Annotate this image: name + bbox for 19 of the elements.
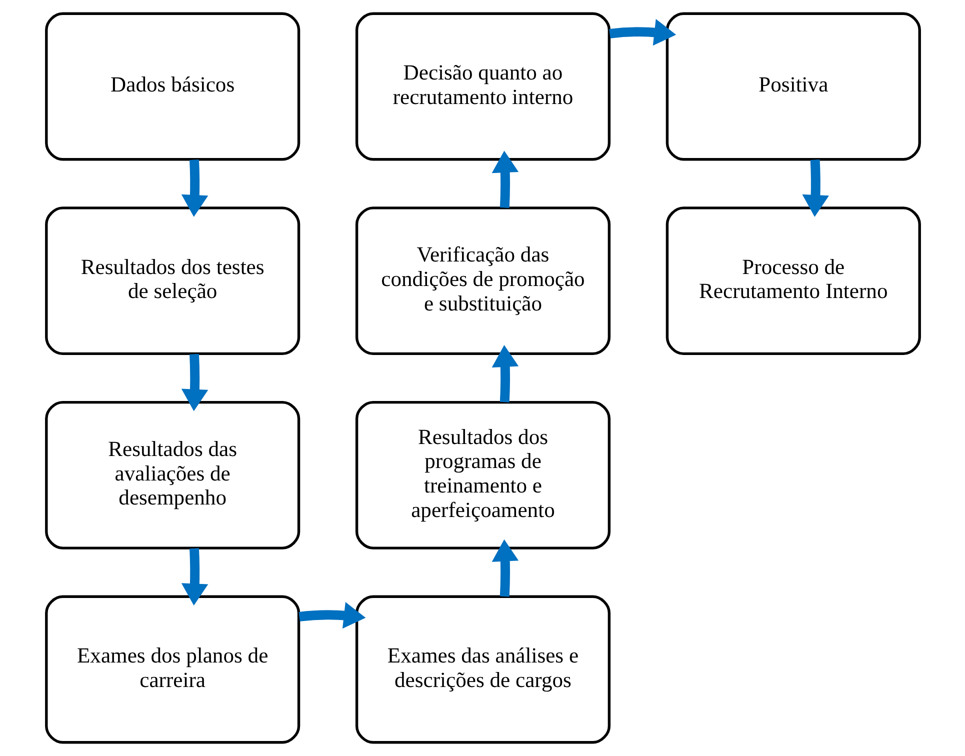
arrow: [802, 160, 828, 217]
arrow: [491, 539, 518, 597]
arrow: [180, 354, 208, 412]
arrow: [491, 150, 518, 208]
node-box: Processo de Recrutamento Interno: [665, 206, 920, 356]
arrow: [180, 548, 208, 606]
arrow: [608, 18, 676, 46]
arrow: [180, 160, 208, 217]
node-box: Decisão quanto ao recrutamento interno: [354, 12, 610, 161]
node-box: Exames das análises e descrições de cargos: [354, 595, 610, 744]
arrow: [491, 345, 518, 402]
node-box: Positiva: [665, 12, 920, 161]
node-box: Resultados dos programas de treinamento e aperfeiçoamento: [354, 400, 610, 550]
node-box: Resultados dos testes de seleção: [44, 206, 300, 356]
node-box: Dados básicos: [44, 12, 300, 161]
node-box: Exames dos planos de carreira: [44, 595, 300, 744]
node-box: Verificação das condições de promoção e substituição: [354, 206, 610, 356]
arrow: [298, 602, 366, 629]
node-box: Resultados das avaliações de desempenho: [44, 400, 300, 550]
